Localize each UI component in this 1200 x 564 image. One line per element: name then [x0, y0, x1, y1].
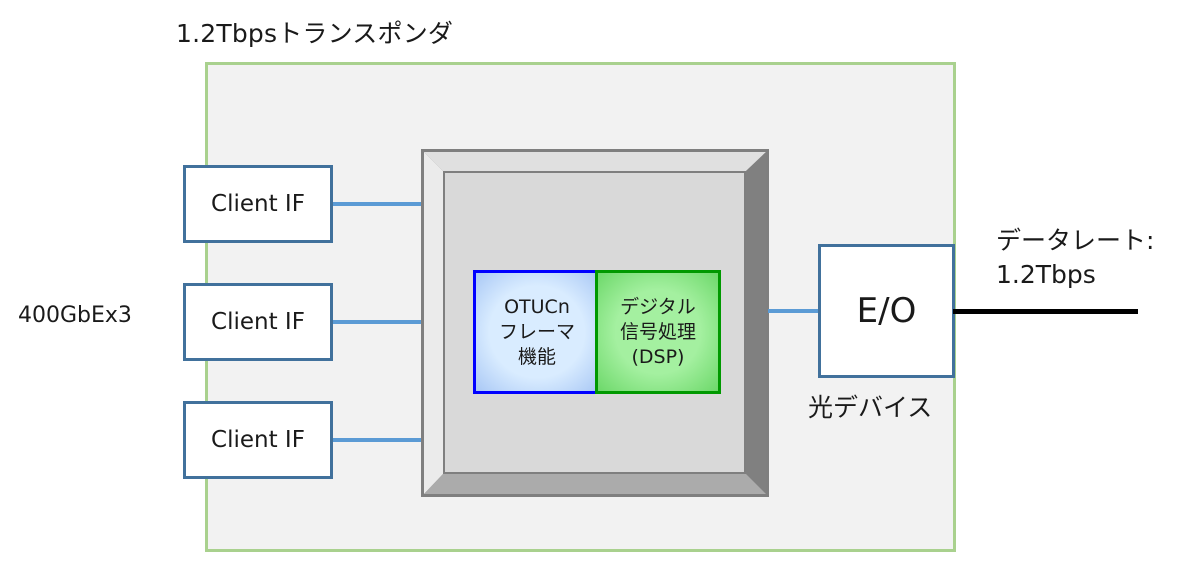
optical-output-line — [953, 309, 1138, 314]
chip-bevel-left — [424, 152, 443, 494]
otucn-framer-block: OTUCn フレーマ 機能 — [473, 270, 601, 394]
client-if-label: Client IF — [211, 309, 305, 335]
client-if-box: Client IF — [183, 283, 333, 361]
eo-caption: 光デバイス — [808, 393, 933, 422]
chip-bevel-right — [746, 152, 766, 494]
chip-to-eo-line — [768, 309, 820, 313]
framer-line: フレーマ — [498, 320, 575, 343]
client-link-line — [333, 320, 423, 324]
client-link-line — [333, 202, 423, 206]
dsp-line: 信号処理 — [619, 320, 696, 343]
client-side-label: 400GbEx3 — [18, 303, 132, 328]
data-rate-label: データレート: 1.2Tbps — [996, 224, 1154, 292]
chip-bevel-bottom — [424, 474, 766, 494]
framer-line: OTUCn — [504, 295, 570, 318]
client-if-label: Client IF — [211, 191, 305, 217]
dsp-block: デジタル 信号処理 (DSP) — [595, 270, 721, 394]
dsp-line: デジタル — [620, 295, 696, 318]
client-if-box: Client IF — [183, 165, 333, 243]
dsp-line: (DSP) — [631, 345, 685, 368]
client-link-line — [333, 438, 423, 442]
chip-bevel-top — [424, 152, 766, 171]
data-rate-value: 1.2Tbps — [996, 260, 1096, 289]
data-rate-title: データレート: — [996, 226, 1155, 255]
diagram-title: 1.2Tbpsトランスポンダ — [176, 19, 454, 48]
framer-line: 機能 — [517, 345, 556, 368]
eo-box: E/O — [818, 244, 955, 378]
eo-label: E/O — [856, 291, 917, 331]
client-if-label: Client IF — [211, 427, 305, 453]
client-if-box: Client IF — [183, 401, 333, 479]
